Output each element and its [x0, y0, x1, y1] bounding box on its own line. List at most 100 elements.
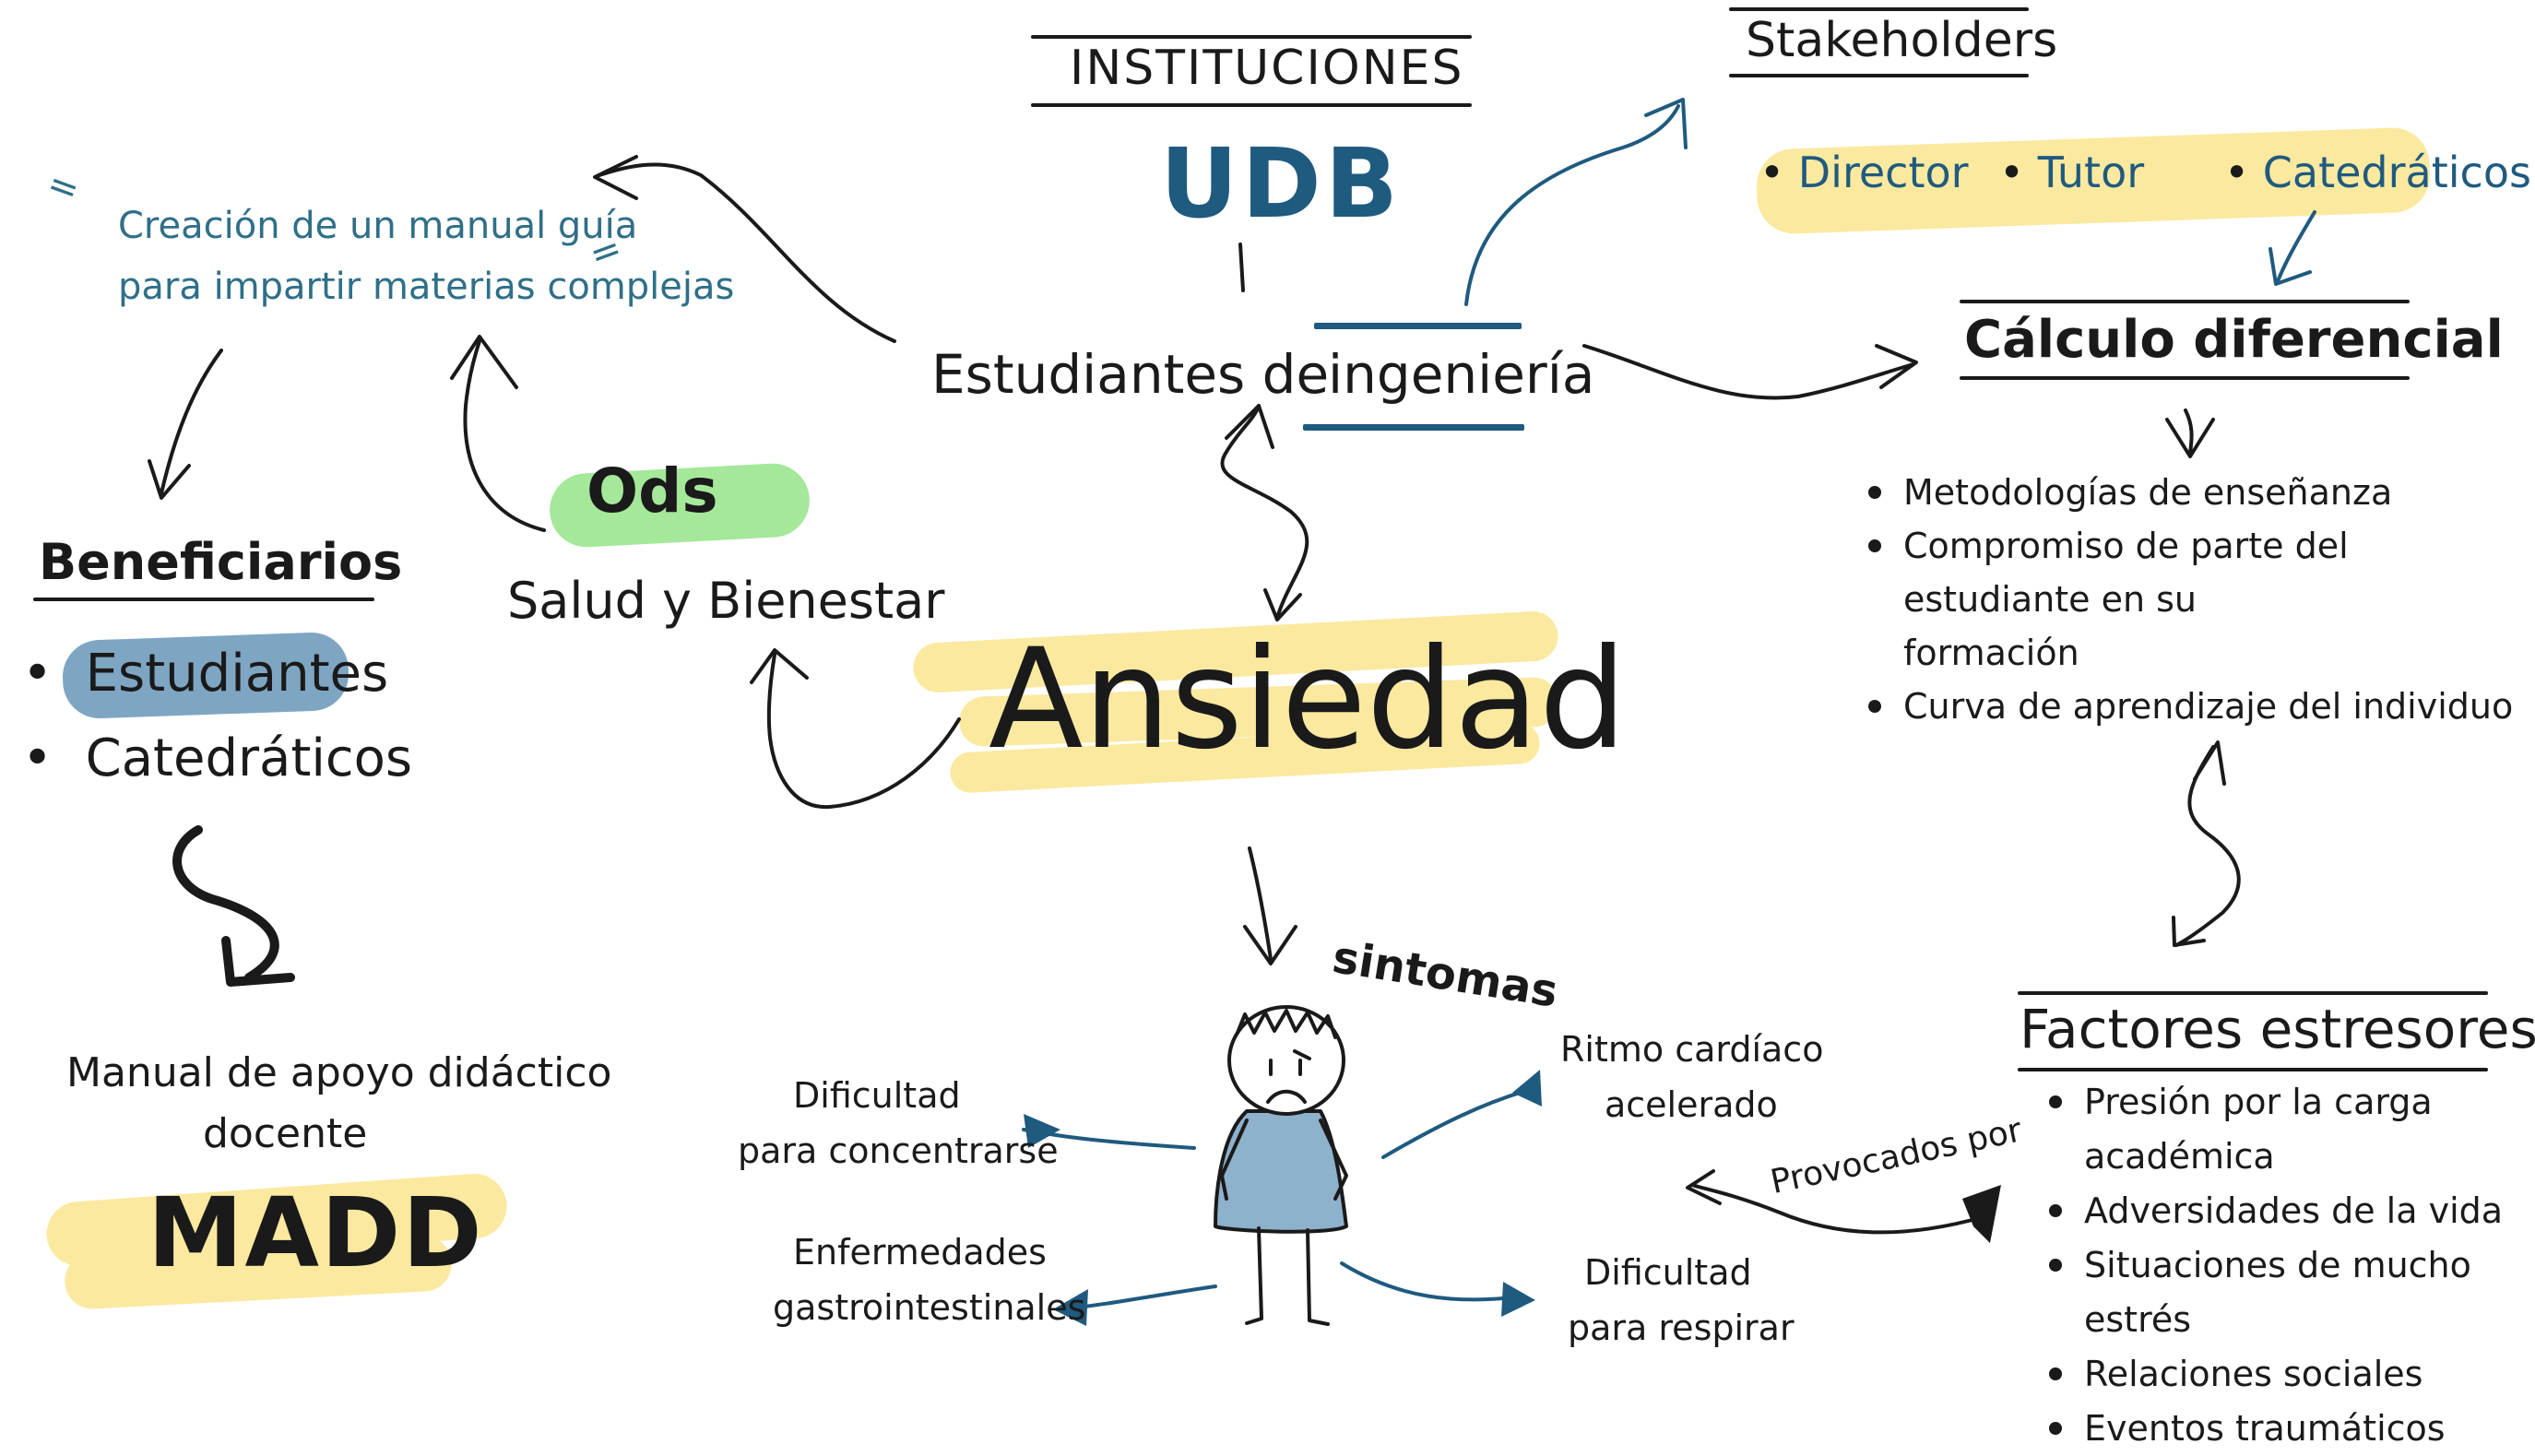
- stakeholder-tutor-label: Tutor: [2037, 148, 2145, 197]
- sintoma-gastro-line2: gastrointestinales: [773, 1287, 1086, 1328]
- arrow-to-stakeholders: [1464, 104, 1680, 306]
- bullet-dot: •: [22, 644, 86, 704]
- beneficiario-catedraticos: • Catedráticos: [22, 728, 412, 788]
- instituciones-bottom-rule: [1031, 103, 1472, 107]
- arrowhead-creacion: [593, 155, 638, 200]
- ingenieria-bottom-rule: [1303, 424, 1524, 431]
- arrow-to-calculo: [1582, 344, 1915, 400]
- figure-body: [1214, 1109, 1348, 1234]
- instituciones-top-rule: [1031, 35, 1472, 39]
- beneficiarios-heading: Beneficiarios: [39, 533, 403, 591]
- provocados-scribble: [1962, 1185, 2001, 1243]
- arrow-to-sintomas: [1248, 846, 1273, 961]
- arrowhead-concentrar: [1024, 1114, 1060, 1148]
- salud-bienestar-label: Salud y Bienestar: [507, 572, 945, 630]
- udb-connector: [1238, 243, 1245, 292]
- stakeholder-director: • Director: [1759, 148, 1969, 197]
- arrow-sym-ritmo: [1381, 1086, 1537, 1159]
- factor-item: Adversidades de la vida: [2045, 1184, 2535, 1238]
- figure-head: [1227, 1005, 1345, 1116]
- arrowhead-ritmo: [1512, 1070, 1542, 1107]
- sintoma-gastro-line1: Enfermedades: [793, 1232, 1047, 1273]
- arrowhead-ansiedad-down: [1263, 588, 1302, 621]
- arrow-ansiedad-salud: [766, 653, 961, 810]
- ods-label: Ods: [586, 456, 718, 527]
- ingenieria-label: ingeniería: [1328, 343, 1595, 406]
- arrow-ansiedad-estudiantes: [1220, 404, 1309, 620]
- arrowhead-manual: [221, 936, 295, 987]
- stick-figure: [1214, 1005, 1348, 1326]
- arrow-stakeholders-calculo: [2276, 210, 2316, 283]
- calculo-item: Curva de aprendizaje del individuo: [1865, 680, 2535, 733]
- bullet-dot: •: [1999, 148, 2038, 197]
- arrowhead-gastro: [1053, 1289, 1088, 1326]
- creacion-line1: Creación de un manual guía: [118, 205, 638, 247]
- stakeholders-bottom-rule: [1729, 74, 2029, 77]
- arrowhead-factores-up: [2193, 740, 2226, 786]
- figure-hair: [1236, 1009, 1337, 1039]
- bullet-dot: •: [1759, 148, 1798, 197]
- calculo-list: Metodologías de enseñanza Compromiso de …: [1865, 466, 2535, 733]
- beneficiario-estudiantes: • Estudiantes: [22, 644, 388, 704]
- ingenieria-top-rule: [1314, 323, 1522, 329]
- bullet-dot: •: [22, 728, 86, 788]
- arrow-to-manual: [172, 825, 279, 982]
- arrowhead-factores-down: [2172, 916, 2206, 947]
- madd-title: MADD: [148, 1177, 484, 1289]
- creacion-line2: para impartir materias complejas: [118, 266, 735, 308]
- arrow-ods-up: [463, 339, 546, 532]
- arrowhead-beneficiarios: [148, 459, 191, 500]
- factor-item: Presión por la carga académica: [2045, 1075, 2535, 1184]
- arrowhead-provocados: [1686, 1169, 1722, 1205]
- stakeholder-catedraticos-label: Catedráticos: [2262, 148, 2531, 197]
- ansiedad-title: Ansiedad: [989, 620, 1628, 780]
- stakeholder-tutor: • Tutor: [1999, 148, 2144, 197]
- arrowhead-calculo-list: [2165, 418, 2215, 458]
- beneficiarios-bottom-rule: [33, 598, 374, 601]
- arrowhead-ods-up: [450, 335, 518, 389]
- arrowhead-stakeholders-calculo: [2268, 247, 2312, 286]
- sintoma-respirar-line2: para respirar: [1568, 1308, 1795, 1348]
- factor-item: Eventos traumáticos: [2045, 1402, 2535, 1456]
- arrow-sym-respirar: [1340, 1261, 1505, 1302]
- factores-heading: Factores estresores:: [2020, 998, 2535, 1060]
- sintoma-ritmo-line1: Ritmo cardíaco: [1560, 1029, 1824, 1070]
- stakeholders-top-rule: [1729, 7, 2029, 11]
- arrow-provocados: [1690, 1183, 1984, 1235]
- calculo-item: Metodologías de enseñanza: [1865, 466, 2535, 519]
- manual-line2: docente: [203, 1110, 368, 1157]
- arrowhead-calculo: [1875, 344, 1918, 389]
- figure-left-arm: [1220, 1119, 1249, 1201]
- calculo-item: Compromiso de parte del estudiante en su: [1865, 519, 2535, 626]
- factores-top-rule: [2018, 991, 2488, 995]
- calculo-bottom-rule: [1960, 376, 2410, 380]
- arrow-to-beneficiarios: [160, 349, 223, 495]
- arrow-calculo-list: [2184, 408, 2194, 456]
- sintoma-concentrar-line1: Dificultad: [793, 1075, 961, 1116]
- calculo-heading: Cálculo diferencial: [1964, 310, 2504, 370]
- calculo-item-continued: formación: [1903, 633, 2079, 673]
- beneficiario-estudiantes-label: Estudiantes: [85, 644, 389, 704]
- factor-item: Relaciones sociales: [2045, 1347, 2535, 1402]
- arrow-calculo-factores: [2174, 745, 2241, 947]
- figure-brow: [1293, 1049, 1311, 1060]
- beneficiario-catedraticos-label: Catedráticos: [85, 728, 413, 788]
- arrowhead-salud: [750, 648, 809, 684]
- figure-mouth: [1266, 1089, 1307, 1104]
- calculo-top-rule: [1960, 300, 2410, 303]
- udb-logo-text: UDB: [1160, 127, 1403, 240]
- figure-right-arm: [1319, 1119, 1348, 1201]
- figure-right-leg: [1306, 1228, 1330, 1326]
- bullet-dot: •: [2224, 148, 2263, 197]
- arrow-to-creacion: [598, 162, 896, 343]
- diagram-connectors: [148, 98, 2316, 1326]
- sintoma-concentrar-line2: para concentrarse: [738, 1130, 1059, 1171]
- estudiantes-label: Estudiantes de: [931, 343, 1330, 406]
- arrowhead-stakeholders: [1644, 98, 1688, 149]
- sintoma-respirar-line1: Dificultad: [1584, 1252, 1752, 1293]
- manual-line1: Manual de apoyo didáctico: [66, 1049, 612, 1096]
- figure-left-leg: [1245, 1226, 1263, 1325]
- stakeholders-heading: Stakeholders: [1746, 13, 2058, 68]
- arrowhead-respirar: [1501, 1282, 1535, 1317]
- arrowhead-sintomas: [1243, 925, 1297, 965]
